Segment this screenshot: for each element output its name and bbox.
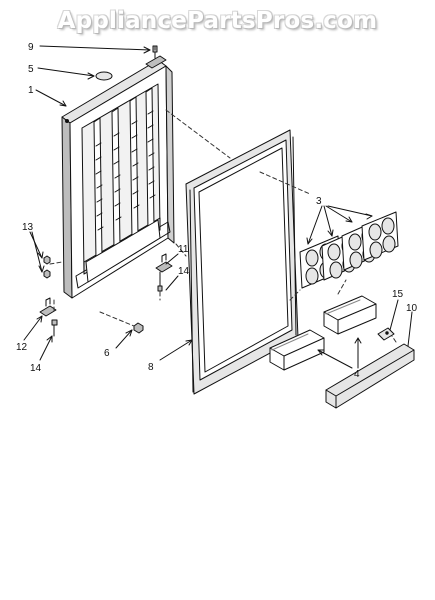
callout-11: 11 (178, 244, 189, 255)
door-bin-lower (269, 329, 325, 371)
door-gasket (185, 129, 299, 395)
callout-5: 5 (28, 64, 34, 75)
callout-labels: 9 5 1 3 13 11 14 12 14 6 8 15 10 4 (16, 42, 418, 380)
hinge-bracket-lower (39, 297, 57, 317)
hinge-bracket-upper (155, 253, 173, 292)
callout-4: 4 (354, 369, 360, 380)
oval-plug (95, 71, 113, 81)
callout-1: 1 (28, 85, 34, 96)
callout-8: 8 (148, 362, 154, 373)
callout-15: 15 (392, 289, 404, 300)
callout-6: 6 (104, 348, 110, 359)
door-stop-studs (43, 255, 51, 279)
callout-3: 3 (316, 196, 322, 207)
callout-12: 12 (16, 342, 28, 353)
callout-14a: 14 (178, 266, 190, 277)
handle-screw (133, 322, 144, 334)
callout-10: 10 (406, 303, 418, 314)
callout-13: 13 (22, 222, 34, 233)
door-bin-upper (323, 295, 377, 335)
bottom-rail-bin (325, 343, 415, 409)
callout-9: 9 (28, 42, 34, 53)
egg-trays (299, 211, 399, 289)
leader-lines (23, 45, 413, 369)
door-panel (61, 55, 175, 299)
assembly-lines (49, 43, 397, 343)
bin-clip (377, 327, 395, 341)
watermark-logo: AppliancePartsPros.com (57, 8, 378, 34)
hinge-screw-lower (51, 319, 58, 337)
callout-14b: 14 (30, 363, 42, 374)
